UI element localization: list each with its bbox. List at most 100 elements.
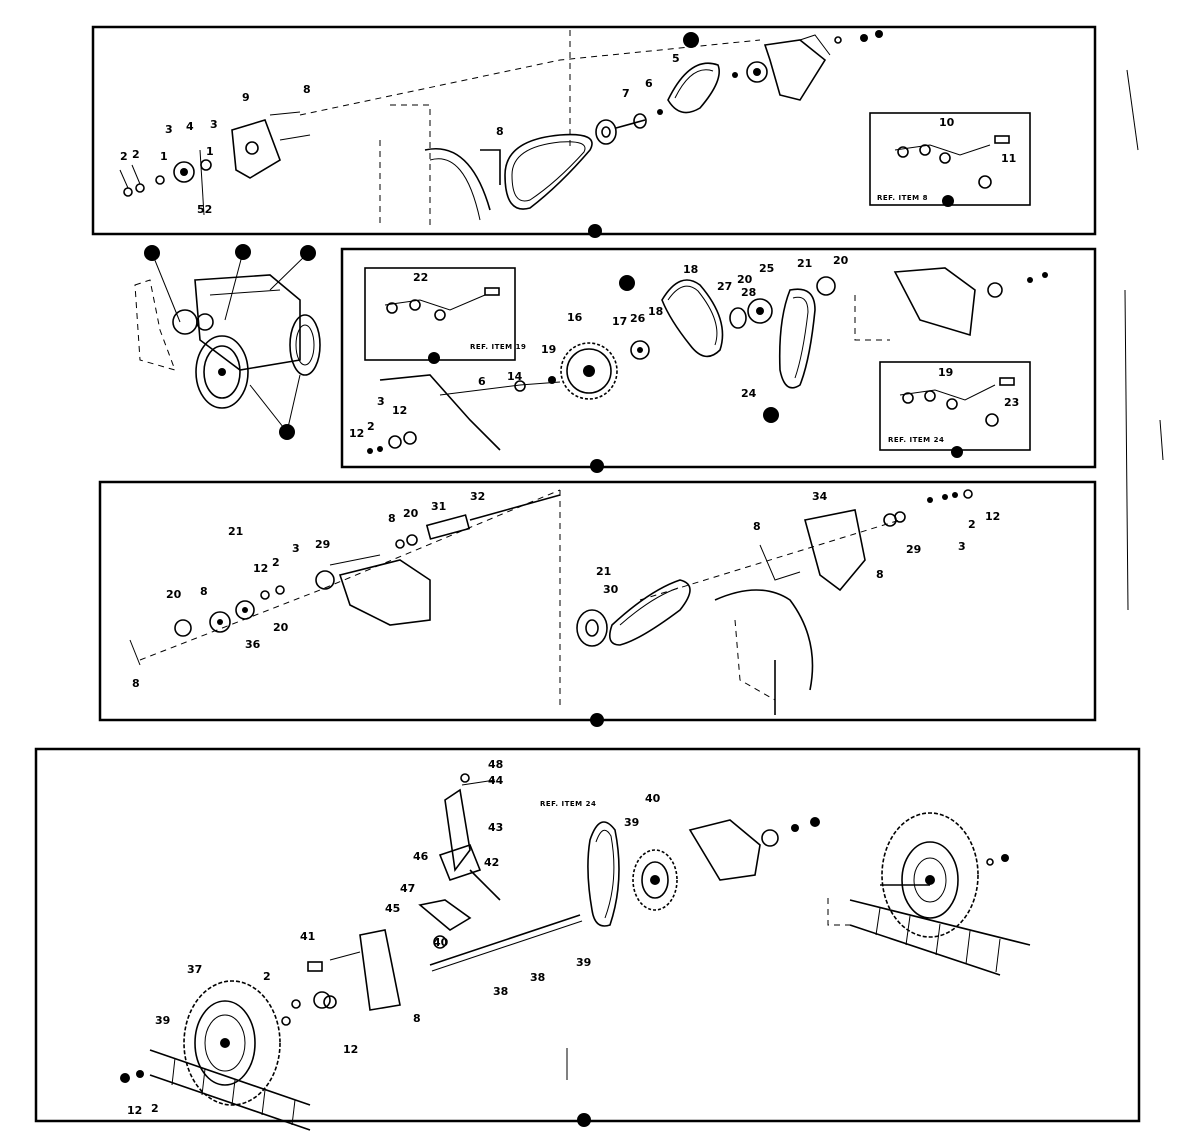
callout-label: 11 [1001,152,1016,165]
callout-label: 8 [200,585,208,598]
callout-label: 20 [737,273,753,286]
hardware-left [119,149,212,216]
housing-arc [424,148,491,211]
bracket [688,819,761,881]
callout-label: 18 [648,305,663,318]
guide-line [390,104,431,225]
sprocket [548,342,618,400]
bracket-plate [231,111,311,179]
callout-label: 52 [197,203,212,216]
callout-label: 45 [385,902,400,915]
callout-label: 29 [906,543,921,556]
right-track [849,899,1031,976]
callout-label: 16 [567,311,583,324]
callout-label: 19 [938,366,953,379]
reference-note: REF. ITEM 24 [888,436,944,444]
callout-label: 42 [484,856,499,869]
callout-label: 14 [507,370,523,383]
assembly-wheel-rear [289,314,321,376]
sprocket [632,849,678,911]
pulley [729,298,773,329]
panel-4: 48 44 43 46 42 47 45 41 37 39 2 12 12 2 … [34,747,1141,1131]
callout-label: 1 [206,145,214,158]
callout-label: 3 [210,118,218,131]
callout-label: 48 [488,758,503,771]
callout-label: 10 [939,116,955,129]
panel-1: 9 8 3 4 3 2 2 1 1 52 7 6 8 5 10 11 REF. … [91,25,1097,238]
right-wheel [880,812,979,938]
callout-label: 7 [622,87,630,100]
small-belt [667,32,720,114]
callout-label: 17 [612,315,627,328]
panel-3: 21 20 12 2 3 29 8 20 31 32 20 36 8 8 21 … [98,480,1097,727]
panel-3-labels: 21 20 12 2 3 29 8 20 31 32 20 36 8 8 21 … [132,490,1000,690]
callout-label: 3 [292,542,300,555]
left-wheel [183,980,281,1106]
axle [429,914,581,966]
callout-label: 2 [120,150,128,163]
panel-2-connector [590,459,604,473]
belt [661,279,724,358]
assembly-view [134,244,321,440]
callout-label: 2 [132,148,140,161]
callout-label: 24 [741,387,757,400]
callout-label: 8 [413,1012,421,1025]
callout-label: 20 [166,588,182,601]
callout-label: 12 [985,510,1000,523]
callout-label: 18 [683,263,698,276]
callout-label: 22 [413,271,428,284]
callout-label: 39 [624,816,639,829]
callout-label: 47 [400,882,415,895]
bracket [804,509,866,592]
callout-label: 2 [272,556,280,569]
callout-label: 1 [160,150,168,163]
callout-label: 23 [1004,396,1019,409]
callout-label: 8 [132,677,140,690]
callout-label: 5 [672,52,680,65]
callout-label: 9 [242,91,250,104]
callout-label: 8 [876,568,884,581]
housing [338,559,431,626]
callout-label: 26 [630,312,646,325]
callout-label: 2 [263,970,271,983]
margin-marks [1124,69,1164,611]
callout-label: 30 [603,583,619,596]
callout-label: 44 [488,774,504,787]
inset-ref-item-8 [869,112,1031,207]
callout-label: 38 [530,971,545,984]
callout-label: 8 [753,520,761,533]
callout-label: 3 [377,395,385,408]
callout-label: 40 [433,936,449,949]
panel-3-connector [590,713,604,727]
callout-label: 21 [797,257,812,270]
callout-label: 31 [431,500,446,513]
lever [444,788,471,873]
callout-label: 3 [958,540,966,553]
panel-1-connector [588,224,602,238]
drive-belt [504,133,593,210]
callout-label: 37 [187,963,202,976]
callout-label: 41 [300,930,315,943]
pulley [595,109,663,145]
callout-label: 36 [245,638,261,651]
callout-label: 12 [127,1104,142,1117]
callout-label: 8 [496,125,504,138]
drive-pulley [576,609,608,647]
callout-label: 8 [388,512,396,525]
panel-2: 22 18 16 25 27 20 28 21 20 17 18 26 19 6… [340,247,1097,473]
callout-label: 27 [717,280,732,293]
guide-line [299,39,761,116]
callout-label: 43 [488,821,503,834]
inset-ref-item-19 [364,267,516,364]
callout-label: 39 [576,956,591,969]
panel-3-frame [98,480,1097,722]
callout-label: 32 [470,490,485,503]
callout-label: 4 [186,120,194,133]
callout-label: 21 [596,565,611,578]
housing-arc [429,158,481,221]
callout-label: 12 [349,427,364,440]
callout-label: 2 [151,1102,159,1115]
callout-label: 20 [833,254,849,267]
inset-ref-item-24 [879,361,1031,458]
panel-2-frame [340,247,1097,469]
